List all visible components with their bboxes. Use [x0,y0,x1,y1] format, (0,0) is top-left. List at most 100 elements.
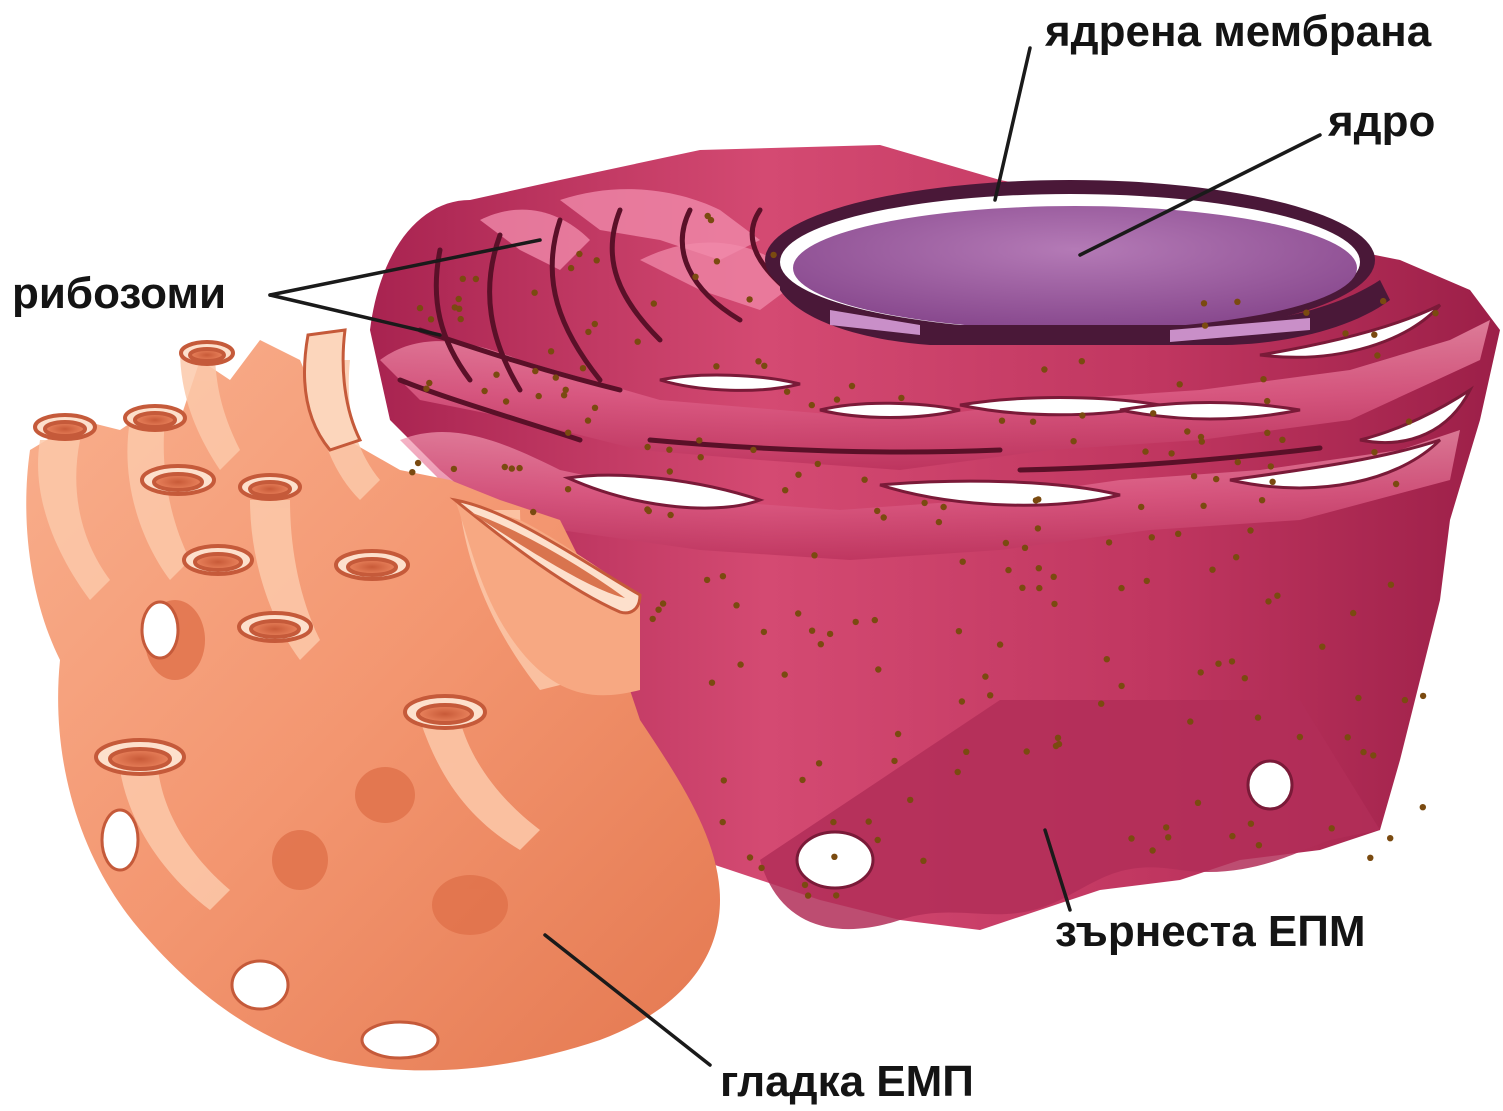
ribosome-dot [1402,697,1408,703]
ribosome-dot [1201,300,1207,306]
ribosome-dot [1215,661,1221,667]
ribosome-dot [692,274,698,280]
ribosome-dot [875,837,881,843]
ribosome-dot [1033,497,1039,503]
ribosome-dot [481,388,487,394]
ribosome-dot [509,465,515,471]
ribosome-dot [1234,299,1240,305]
ribosome-dot [761,363,767,369]
ribosome-dot [720,819,726,825]
ribosome-dot [667,512,673,518]
label-smooth-er: гладка ЕМП [720,1060,974,1104]
ribosome-dot [1342,330,1348,336]
ribosome-dot [1150,410,1156,416]
label-ribosomes: рибозоми [12,272,226,316]
ribosome-dot [709,680,715,686]
ribosome-dot [1256,842,1262,848]
ribosome-dot [1168,450,1174,456]
ribosome-dot [1051,601,1057,607]
ribosome-dot [1319,644,1325,650]
ribosome-dot [696,437,702,443]
ribosome-dot [1035,525,1041,531]
ribosome-dot [1079,412,1085,418]
ribosome-dot [1406,418,1412,424]
ribosome-dot [1003,540,1009,546]
ribosome-dot [1036,565,1042,571]
label-nuclear-membrane: ядрена мембрана [1045,10,1431,54]
ribosome-dot [955,769,961,775]
ribosome-dot [635,339,641,345]
ribosome-dot [1374,352,1380,358]
ribosome-dot [809,402,815,408]
ribosome-dot [758,865,764,871]
ribosome-dot [530,509,536,515]
nucleus-shape [765,180,1390,345]
ribosome-dot [666,447,672,453]
ribosome-dot [795,472,801,478]
ribosome-dot [898,395,904,401]
ribosome-dot [1229,833,1235,839]
ribosome-dot [956,628,962,634]
ribosome-dot [585,329,591,335]
ribosome-dot [811,552,817,558]
ribosome-dot [592,405,598,411]
ribosome-dot [1259,497,1265,503]
label-rough-er: зърнеста ЕПМ [1055,910,1366,954]
ribosome-dot [1149,847,1155,853]
ribosome-dot [1380,298,1386,304]
ribosome-dot [907,797,913,803]
ribosome-dot [875,666,881,672]
ribosome-dot [1269,479,1275,485]
ribosome-dot [503,398,509,404]
ribosome-dot [874,508,880,514]
ribosome-dot [861,477,867,483]
ribosome-dot [660,600,666,606]
ribosome-dot [833,892,839,898]
ribosome-dot [456,296,462,302]
ribosome-dot [415,460,421,466]
ribosome-dot [568,265,574,271]
ribosome-dot [1388,582,1394,588]
ribosome-dot [881,514,887,520]
leader-nuclear-membrane [995,48,1030,200]
ribosome-dot [795,610,801,616]
ribosome-dot [799,777,805,783]
ribosome-dot [428,316,434,322]
ribosome-dot [1350,610,1356,616]
ribosome-dot [1329,825,1335,831]
ribosome-dot [563,387,569,393]
ribosome-dot [646,508,652,514]
ribosome-dot [565,486,571,492]
ribosome-dot [746,296,752,302]
ribosome-dot [805,892,811,898]
ribosome-dot [1104,656,1110,662]
ribosome-dot [1106,539,1112,545]
ribosome-dot [532,368,538,374]
ribosome-dot [493,372,499,378]
ribosome-dot [565,430,571,436]
ribosome-dot [1370,752,1376,758]
ribosome-dot [1260,376,1266,382]
ribosome-dot [747,854,753,860]
ribosome-dot [561,392,567,398]
ribosome-dot [1041,366,1047,372]
ribosome-dot [1303,310,1309,316]
ribosome-dot [809,628,815,634]
ribosome-dot [1187,718,1193,724]
ribosome-dot [714,258,720,264]
ribosome-dot [1268,463,1274,469]
ribosome-dot [426,380,432,386]
ribosome-dot [1200,503,1206,509]
ribosome-dot [891,758,897,764]
ribosome-dot [1149,534,1155,540]
ribosome-dot [1345,734,1351,740]
ribosome-dot [818,641,824,647]
ribosome-dot [1255,714,1261,720]
ribosome-dot [1235,459,1241,465]
ribosome-dot [1198,669,1204,675]
ribosome-dot [548,348,554,354]
ribosome-dot [516,465,522,471]
ribosome-dot [733,602,739,608]
ribosome-dot [866,818,872,824]
ribosome-dot [816,760,822,766]
